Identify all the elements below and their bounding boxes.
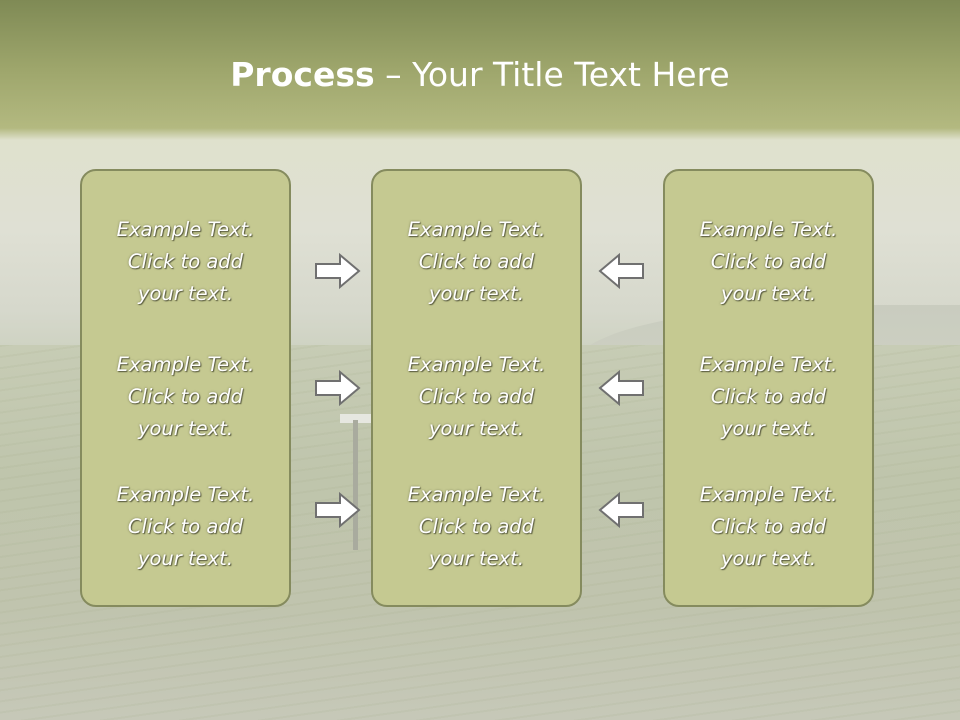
your-text-line: your text. — [428, 547, 525, 570]
text-block[interactable]: Example Text. Click to add your text. — [373, 479, 580, 575]
right-process-box[interactable]: Example Text. Click to add your text. Ex… — [663, 169, 874, 607]
right-arrow-icon[interactable] — [314, 368, 362, 408]
text-block[interactable]: Example Text. Click to add your text. — [82, 214, 289, 310]
left-process-box[interactable]: Example Text. Click to add your text. Ex… — [80, 169, 291, 607]
left-arrow-icon[interactable] — [597, 368, 645, 408]
example-line: Example Text. — [116, 218, 255, 241]
example-line: Example Text. — [116, 483, 255, 506]
text-block[interactable]: Example Text. Click to add your text. — [82, 349, 289, 445]
title-bold: Process — [230, 55, 375, 94]
click-line: Click to add — [127, 385, 244, 408]
your-text-line: your text. — [720, 547, 817, 570]
click-line: Click to add — [710, 250, 827, 273]
center-process-box[interactable]: Example Text. Click to add your text. Ex… — [371, 169, 582, 607]
background-sign-post — [353, 420, 358, 550]
text-block[interactable]: Example Text. Click to add your text. — [82, 479, 289, 575]
right-arrow-icon[interactable] — [314, 490, 362, 530]
example-line: Example Text. — [407, 353, 546, 376]
text-block[interactable]: Example Text. Click to add your text. — [373, 214, 580, 310]
your-text-line: your text. — [720, 282, 817, 305]
click-line: Click to add — [418, 250, 535, 273]
click-line: Click to add — [418, 385, 535, 408]
background-sign-top — [340, 414, 374, 423]
your-text-line: your text. — [137, 417, 234, 440]
your-text-line: your text. — [137, 547, 234, 570]
click-line: Click to add — [418, 515, 535, 538]
your-text-line: your text. — [428, 417, 525, 440]
left-arrow-icon[interactable] — [597, 251, 645, 291]
slide-title[interactable]: Process – Your Title Text Here — [0, 52, 960, 98]
click-line: Click to add — [127, 250, 244, 273]
example-line: Example Text. — [699, 353, 838, 376]
example-line: Example Text. — [407, 483, 546, 506]
example-line: Example Text. — [699, 483, 838, 506]
text-block[interactable]: Example Text. Click to add your text. — [373, 349, 580, 445]
click-line: Click to add — [710, 385, 827, 408]
title-rest: – Your Title Text Here — [374, 55, 730, 94]
right-arrow-icon[interactable] — [314, 251, 362, 291]
text-block[interactable]: Example Text. Click to add your text. — [665, 349, 872, 445]
example-line: Example Text. — [699, 218, 838, 241]
your-text-line: your text. — [428, 282, 525, 305]
example-line: Example Text. — [116, 353, 255, 376]
your-text-line: your text. — [137, 282, 234, 305]
click-line: Click to add — [710, 515, 827, 538]
text-block[interactable]: Example Text. Click to add your text. — [665, 214, 872, 310]
example-line: Example Text. — [407, 218, 546, 241]
your-text-line: your text. — [720, 417, 817, 440]
left-arrow-icon[interactable] — [597, 490, 645, 530]
text-block[interactable]: Example Text. Click to add your text. — [665, 479, 872, 575]
click-line: Click to add — [127, 515, 244, 538]
